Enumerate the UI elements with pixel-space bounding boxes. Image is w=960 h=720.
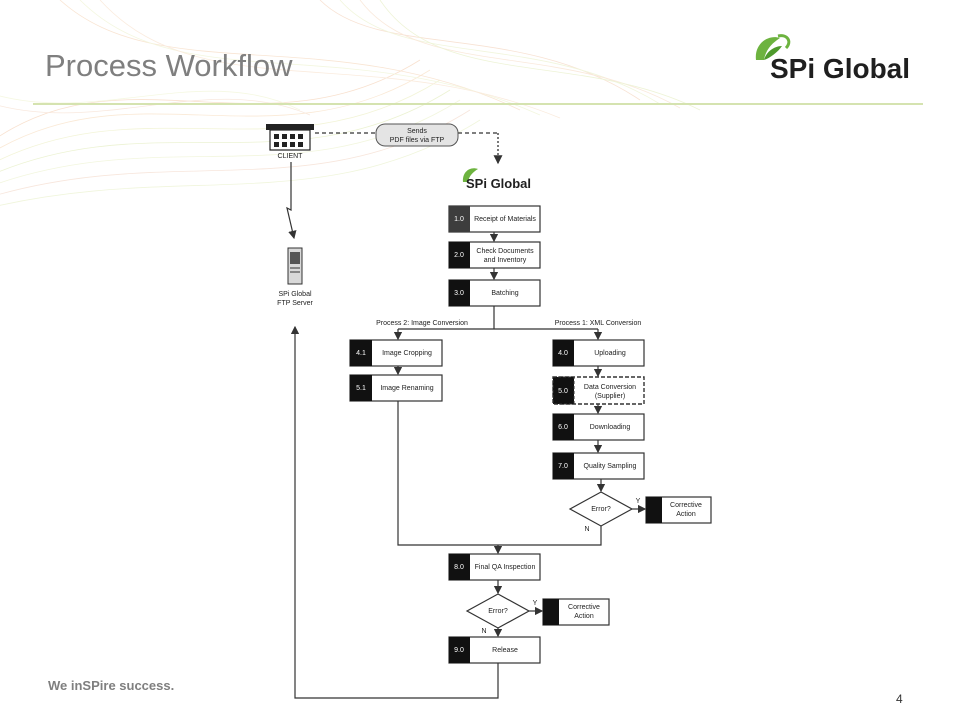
- slide-title: Process Workflow: [45, 48, 293, 83]
- corrective-2-line2: Action: [574, 613, 594, 620]
- ftp-note-line2: PDF files via FTP: [390, 137, 445, 144]
- step-9-label: Release: [492, 647, 518, 654]
- ftp-server-icon: [287, 247, 303, 285]
- step-7-quality-sampling: 7.0 Quality Sampling: [552, 452, 645, 480]
- step-7-number: 7.0: [558, 463, 568, 470]
- step-2-check-documents: 2.0 Check Documents and Inventory: [448, 241, 541, 269]
- ftp-note-line1: Sends: [407, 128, 427, 135]
- step-5-data-conversion: 5.0 Data Conversion (Supplier): [552, 376, 645, 405]
- decision-2-error: Error?: [465, 593, 531, 629]
- step-2-label-line1: Check Documents: [476, 248, 534, 255]
- step-4-uploading: 4.0 Uploading: [552, 339, 645, 367]
- decision-2-yes: Y: [533, 600, 538, 607]
- step-2-label-line2: and Inventory: [484, 257, 527, 264]
- step-8-final-qa: 8.0 Final QA Inspection: [448, 553, 541, 581]
- step-4-1-number: 4.1: [356, 350, 366, 357]
- branch-right-label: Process 1: XML Conversion: [555, 320, 642, 327]
- step-1-number: 1.0: [454, 216, 464, 223]
- corrective-action-1: Corrective Action: [645, 496, 712, 524]
- step-7-label: Quality Sampling: [584, 463, 637, 470]
- tagline: We inSPire success.: [48, 678, 175, 693]
- step-6-label: Downloading: [590, 424, 631, 431]
- step-3-batching: 3.0 Batching: [448, 279, 541, 307]
- step-8-label: Final QA Inspection: [475, 564, 536, 571]
- client-label: CLIENT: [278, 153, 304, 160]
- step-2-number: 2.0: [454, 252, 464, 259]
- step-3-label: Batching: [491, 290, 518, 297]
- decision-1-no: N: [584, 526, 589, 533]
- step-6-number: 6.0: [558, 424, 568, 431]
- client-building-icon: [266, 124, 314, 151]
- branch-left-label: Process 2: Image Conversion: [376, 320, 468, 327]
- step-5-1-number: 5.1: [356, 385, 366, 392]
- step-5-label-line1: Data Conversion: [584, 384, 636, 391]
- ftp-note: [375, 123, 459, 147]
- decision-1-label: Error?: [591, 506, 611, 513]
- company-label: SPi Global: [466, 176, 531, 191]
- step-5-label-line2: (Supplier): [595, 393, 625, 400]
- step-9-number: 9.0: [454, 647, 464, 654]
- step-4-number: 4.0: [558, 350, 568, 357]
- step-6-downloading: 6.0 Downloading: [552, 413, 645, 441]
- step-1-receipt-of-materials: 1.0 Receipt of Materials: [448, 205, 541, 233]
- title-divider: [33, 103, 923, 105]
- server-label-line2: FTP Server: [277, 300, 313, 307]
- logo-text: SPi Global: [770, 53, 910, 84]
- corrective-action-2: Corrective Action: [542, 598, 610, 626]
- corrective-2-line1: Corrective: [568, 604, 600, 611]
- step-4-1-label: Image Cropping: [382, 350, 432, 357]
- spi-logo-small: SPi Global: [462, 168, 531, 191]
- corrective-1-line1: Corrective: [670, 502, 702, 509]
- step-9-release: 9.0 Release: [448, 636, 541, 664]
- page-number: 4: [896, 692, 903, 706]
- corrective-1-line2: Action: [676, 511, 696, 518]
- step-1-label: Receipt of Materials: [474, 216, 536, 223]
- decision-2-no: N: [481, 628, 486, 635]
- step-8-number: 8.0: [454, 564, 464, 571]
- step-5-1-image-renaming: 5.1 Image Renaming: [349, 374, 443, 402]
- step-5-1-label: Image Renaming: [380, 385, 433, 392]
- decision-2-label: Error?: [488, 608, 508, 615]
- spi-global-logo: SPi Global: [755, 34, 910, 84]
- leaf-icon: [755, 34, 791, 60]
- decision-1-yes: Y: [636, 498, 641, 505]
- step-3-number: 3.0: [454, 290, 464, 297]
- server-label-line1: SPi Global: [278, 291, 312, 298]
- step-4-label: Uploading: [594, 350, 626, 357]
- step-5-number: 5.0: [558, 388, 568, 395]
- decision-1-error: Error?: [568, 491, 634, 527]
- step-4-1-image-cropping: 4.1 Image Cropping: [349, 339, 443, 367]
